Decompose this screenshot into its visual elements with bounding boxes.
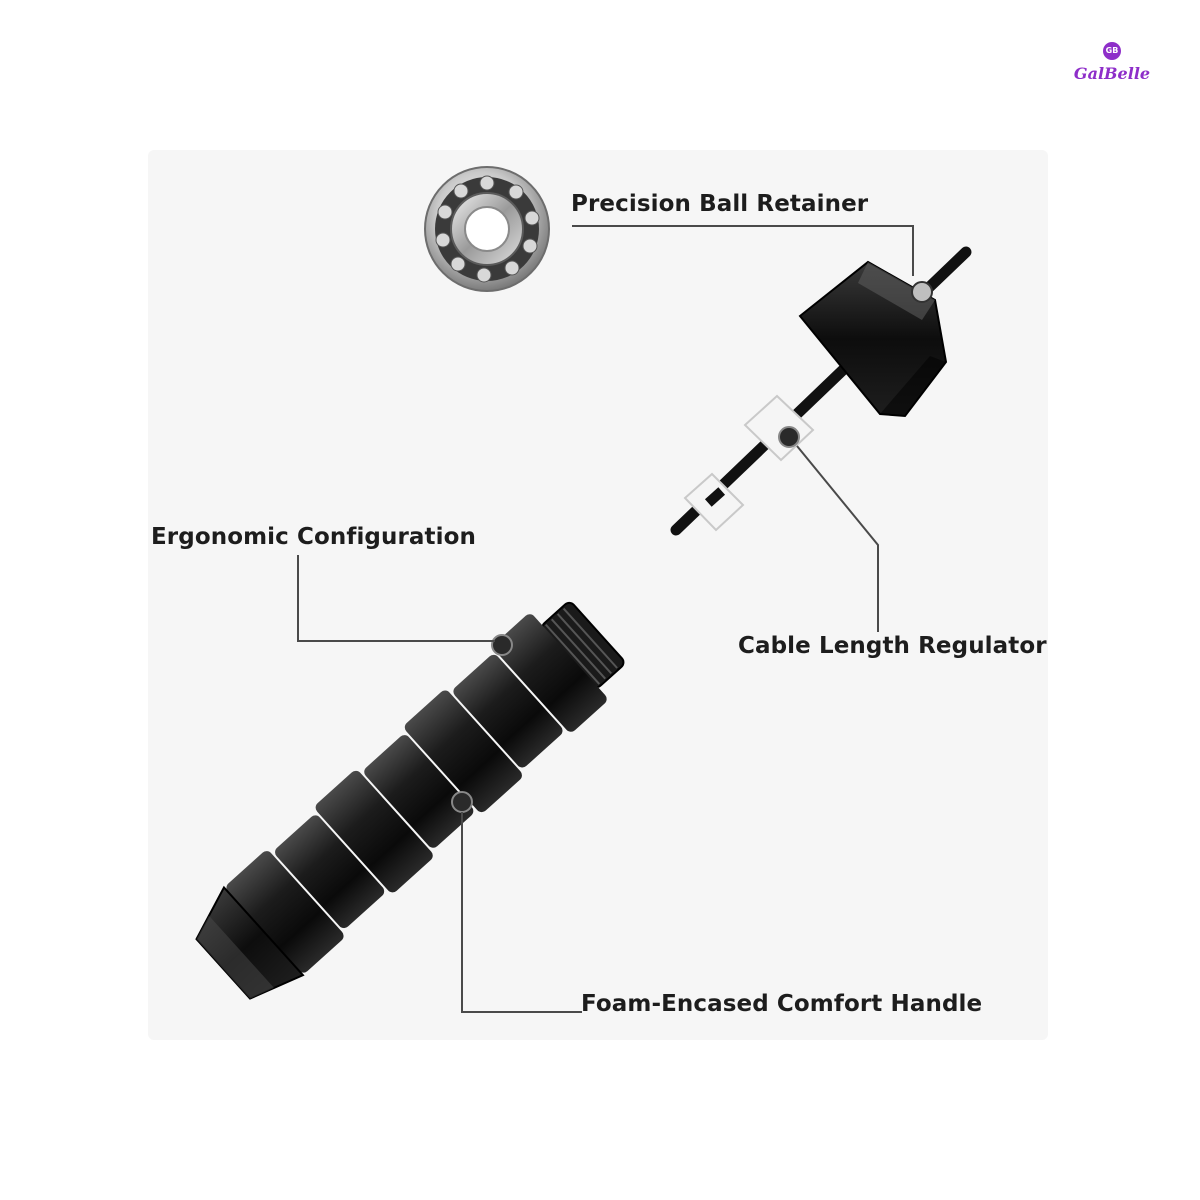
brand-badge-icon: GB [1103, 42, 1121, 60]
leader-lines [297, 225, 914, 1013]
callout-dots [451, 426, 800, 813]
ball-bearing-icon [424, 166, 550, 292]
cable-leader-line [796, 445, 879, 632]
brand-name: GalBelle [1073, 64, 1151, 83]
regulator-dot [778, 426, 800, 448]
precision-ball-retainer-label: Precision Ball Retainer [571, 191, 869, 217]
ergonomic-dot [491, 634, 513, 656]
precision-leader-line [572, 225, 914, 276]
ergonomic-leader-line [297, 555, 495, 642]
brand-logo: GB GalBelle [1062, 40, 1162, 90]
foam-handle-label: Foam-Encased Comfort Handle [581, 991, 983, 1017]
foam-leader-line [461, 812, 582, 1013]
handle-icon [195, 601, 625, 1000]
end-cap-icon [798, 260, 948, 418]
ergonomic-configuration-label: Ergonomic Configuration [151, 524, 476, 550]
cable-length-regulator-label: Cable Length Regulator [738, 633, 1047, 659]
foam-dot [451, 791, 473, 813]
